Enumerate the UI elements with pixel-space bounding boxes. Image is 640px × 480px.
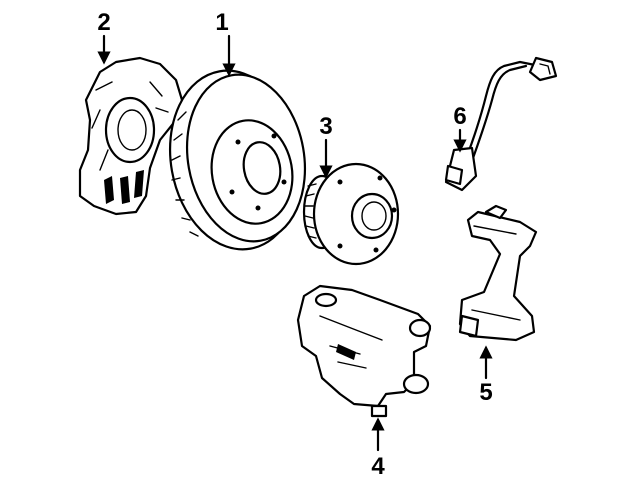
callout-6: 6 [453,103,467,153]
callout-number: 6 [453,103,466,130]
caliper-bracket-icon [458,204,538,342]
callout-3: 3 [319,113,333,179]
callout-1: 1 [215,9,236,77]
callout-number: 1 [215,9,228,36]
callout-number: 5 [479,379,492,406]
callout-number: 4 [371,453,385,480]
hub-bearing-icon [302,162,400,266]
rotor-icon [168,69,307,251]
callout-5: 5 [479,345,493,406]
callout-number: 3 [319,113,332,140]
abs-sensor-icon [444,56,558,192]
callout-4: 4 [371,417,385,480]
caliper-icon [296,284,432,418]
splash-shield-icon [78,56,184,216]
callout-2: 2 [97,9,111,65]
callout-number: 2 [97,9,110,36]
